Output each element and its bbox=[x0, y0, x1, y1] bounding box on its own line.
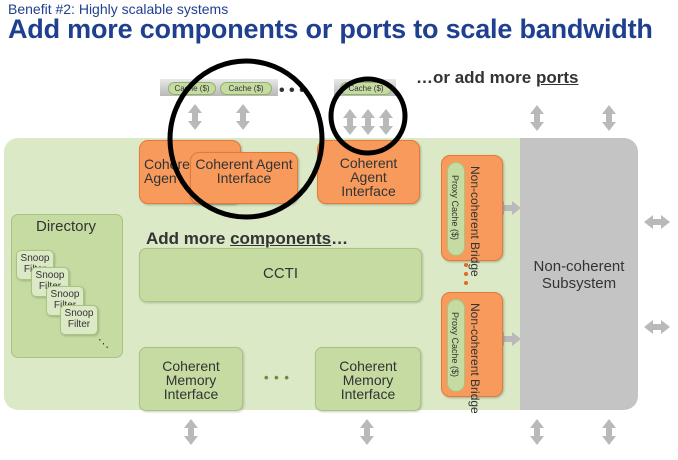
highlight-circle-ports bbox=[328, 76, 408, 156]
coherent-agent-interface-right: Coherent Agent Interface bbox=[317, 140, 420, 204]
coherent-agent-interface-added: Coherent Agent Interface bbox=[190, 152, 298, 204]
snoop-filter-4: Snoop Filter bbox=[60, 305, 98, 335]
non-coherent-bridge-2: Proxy Cache ($) Non-coherent Bridge bbox=[441, 292, 503, 414]
ccti-box: CCTI bbox=[139, 248, 422, 302]
non-coherent-bridge-1: Proxy Cache ($) Non-coherent Bridge bbox=[441, 155, 503, 277]
cache-ellipsis: • • • bbox=[279, 82, 305, 99]
bridge-2-label: Non-coherent Bridge bbox=[468, 303, 482, 414]
directory-more-indicator: ⋱ bbox=[98, 338, 109, 350]
non-coherent-subsystem-label: Non-coherent Subsystem bbox=[533, 258, 625, 292]
directory-label: Directory bbox=[35, 218, 96, 235]
highlight-circle-components bbox=[167, 58, 325, 220]
slide-subtitle: Benefit #2: Highly scalable systems bbox=[8, 1, 229, 17]
coherent-memory-interface-right: Coherent Memory Interface bbox=[315, 347, 421, 411]
non-coherent-subsystem-panel bbox=[520, 138, 638, 410]
cache-pill-2: Cache ($) bbox=[220, 82, 272, 95]
add-ports-note: …or add more ports bbox=[416, 68, 579, 87]
bridge-connector-dots bbox=[464, 263, 469, 289]
add-components-note: Add more components… bbox=[146, 229, 349, 248]
bridge-1-label: Non-coherent Bridge bbox=[468, 166, 482, 277]
memory-ellipsis: • • • bbox=[264, 370, 290, 385]
proxy-cache-2: Proxy Cache ($) bbox=[447, 299, 465, 392]
proxy-cache-1: Proxy Cache ($) bbox=[447, 162, 465, 256]
coherent-memory-interface-left: Coherent Memory Interface bbox=[139, 347, 243, 411]
slide-title: Add more components or ports to scale ba… bbox=[8, 14, 653, 44]
